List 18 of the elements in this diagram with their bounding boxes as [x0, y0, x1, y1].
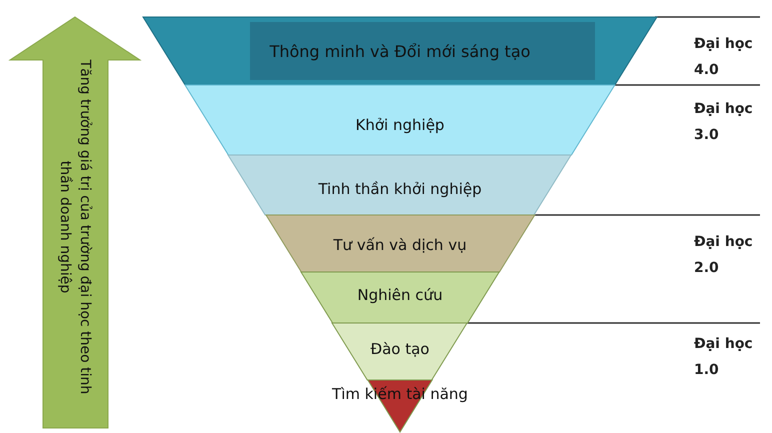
pyramid-band [300, 272, 500, 323]
level-label: Đại học 2.0 [694, 233, 754, 278]
pyramid-band [143, 17, 657, 85]
band-label: Tư vấn và dịch vụ [332, 236, 468, 254]
band-label: Tinh thần khởi nghiệp [317, 180, 483, 198]
band-label: Đào tạo [369, 340, 430, 358]
arrow-label: Tăng trưởng giá trị của trường đại học theo tinh thần doanh nghiệp [56, 58, 94, 396]
level-label: Đại học 4.0 [694, 35, 754, 80]
band-label: Nghiên cứu [356, 286, 444, 304]
level-label: Đại học 1.0 [694, 335, 754, 380]
band-label: Thông minh và Đổi mới sáng tạo [268, 42, 532, 61]
pyramid-band [185, 85, 615, 155]
up-arrow [10, 17, 140, 428]
pyramid-band [332, 323, 468, 380]
band-label: Khởi nghiệp [354, 116, 446, 134]
pyramid-band [228, 155, 572, 215]
level-label: Đại học 3.0 [694, 100, 754, 145]
pyramid-band [266, 215, 534, 272]
